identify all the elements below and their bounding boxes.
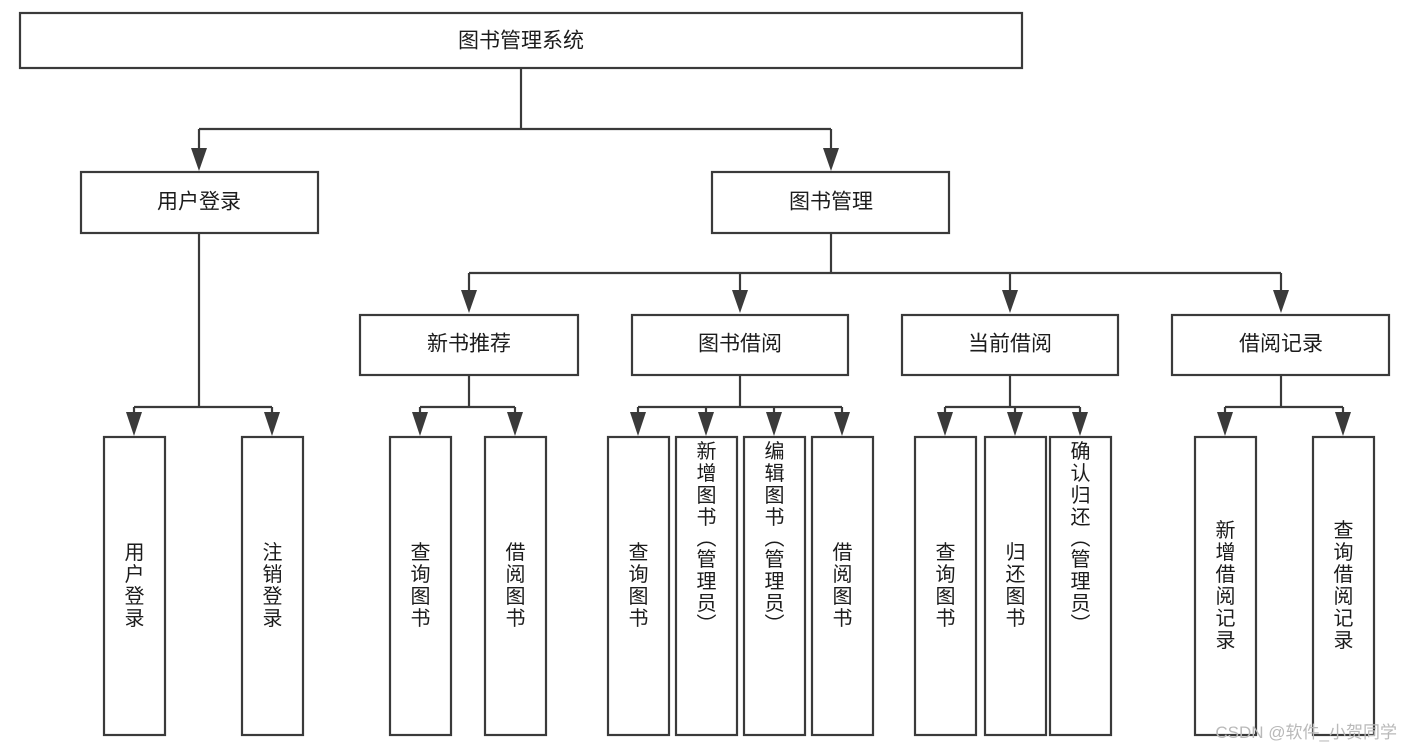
arrowhead-icon — [412, 412, 428, 436]
leaf-box-add-record[interactable] — [1193, 435, 1258, 737]
leaf-box-query-book-2[interactable] — [606, 435, 671, 737]
leaf-box-edit-book[interactable] — [742, 435, 807, 737]
leaf-box-return-book[interactable] — [983, 435, 1048, 737]
leaf-box-query-book-3[interactable] — [913, 435, 978, 737]
arrowhead-icon — [126, 412, 142, 436]
node-borrow-record[interactable]: 借阅记录 — [1170, 313, 1391, 377]
arrowhead-icon — [1217, 412, 1233, 436]
leaf-box-borrow-book-1[interactable] — [483, 435, 548, 737]
arrowhead-icon — [1007, 412, 1023, 436]
node-current-borrow[interactable]: 当前借阅 — [900, 313, 1120, 377]
node-box[interactable] — [358, 313, 580, 377]
leaf-box-add-book[interactable] — [674, 435, 739, 737]
node-book-management[interactable]: 图书管理 — [710, 170, 951, 235]
connector-currentborrow-to-leaves — [937, 375, 1088, 436]
node-label: 用户登录 — [157, 191, 241, 214]
arrowhead-icon — [732, 290, 748, 313]
arrowhead-icon — [461, 290, 477, 313]
node-box[interactable] — [1170, 313, 1391, 377]
arrowhead-icon — [1002, 290, 1018, 313]
node-root[interactable]: 图书管理系统 — [18, 11, 1024, 70]
connector-bookmgmt-to-level2 — [461, 234, 1289, 313]
node-label: 借阅记录 — [1239, 333, 1323, 356]
node-book-borrow[interactable]: 图书借阅 — [630, 313, 850, 377]
arrowhead-icon — [630, 412, 646, 436]
arrowhead-icon — [834, 412, 850, 436]
arrowhead-icon — [698, 412, 714, 436]
node-label: 图书管理系统 — [458, 30, 584, 53]
leaf-box-logout[interactable] — [240, 435, 305, 737]
node-user-login[interactable]: 用户登录 — [79, 170, 320, 235]
leaf-box-query-book-1[interactable] — [388, 435, 453, 737]
arrowhead-icon — [1072, 412, 1088, 436]
arrowhead-icon — [1273, 290, 1289, 313]
node-box[interactable] — [18, 11, 1024, 70]
leaf-box-borrow-book-2[interactable] — [810, 435, 875, 737]
arrowhead-icon — [507, 412, 523, 436]
connector-root-to-level1 — [191, 68, 839, 171]
connector-borrowrecord-to-leaves — [1217, 375, 1351, 436]
arrowhead-icon — [937, 412, 953, 436]
node-label: 新书推荐 — [427, 333, 511, 356]
leaf-box-query-record[interactable] — [1311, 435, 1376, 737]
node-box[interactable] — [900, 313, 1120, 377]
node-box[interactable] — [630, 313, 850, 377]
arrowhead-icon — [191, 148, 207, 171]
leaf-box-user-login[interactable] — [102, 435, 167, 737]
node-box[interactable] — [79, 170, 320, 235]
connector-bookborrow-to-leaves — [630, 375, 850, 436]
node-new-book-recommend[interactable]: 新书推荐 — [358, 313, 580, 377]
node-label: 当前借阅 — [968, 333, 1052, 356]
arrowhead-icon — [823, 148, 839, 171]
node-box[interactable] — [710, 170, 951, 235]
arrowhead-icon — [1335, 412, 1351, 436]
node-label: 图书借阅 — [698, 333, 782, 356]
leaf-box-confirm-return[interactable] — [1048, 435, 1113, 737]
connector-newbook-to-leaves — [412, 375, 523, 436]
connector-userlogin-to-leaves — [126, 233, 280, 436]
node-label: 图书管理 — [789, 191, 873, 214]
arrowhead-icon — [264, 412, 280, 436]
arrowhead-icon — [766, 412, 782, 436]
